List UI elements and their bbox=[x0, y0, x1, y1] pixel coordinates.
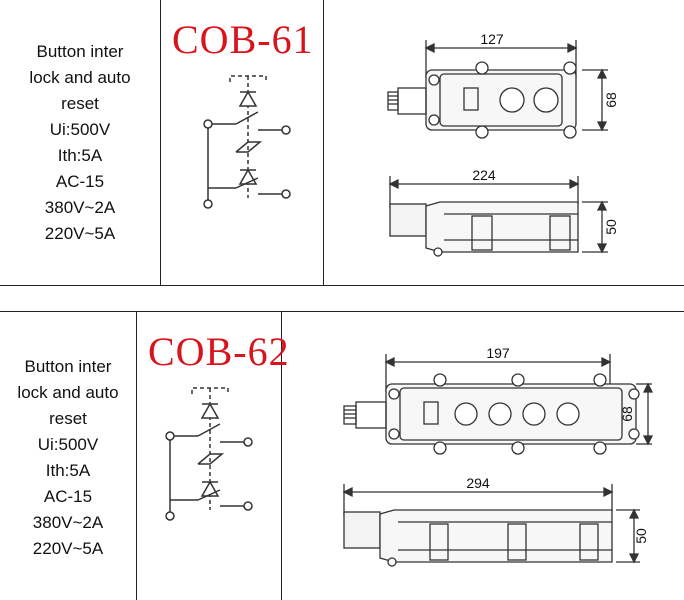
top-view-drawing: 197 68 bbox=[343, 345, 654, 455]
column-divider bbox=[323, 0, 324, 286]
spec-line: Button inter bbox=[36, 42, 124, 61]
side-height-label: 50 bbox=[603, 219, 619, 235]
side-view-drawing: 294 50 bbox=[342, 475, 649, 567]
column-divider bbox=[160, 0, 161, 286]
model-title: COB-61 bbox=[172, 17, 314, 62]
spec-text: Button inter lock and auto reset Ui:500V… bbox=[0, 354, 136, 562]
spec-line: Ui:500V bbox=[37, 435, 99, 454]
spec-text: Button inter lock and auto reset Ui:500V… bbox=[0, 39, 160, 247]
spec-line: lock and auto bbox=[17, 383, 119, 402]
top-height-label: 68 bbox=[619, 406, 635, 422]
circuit-schematic-icon bbox=[203, 75, 291, 209]
top-view-drawing: 127 68 bbox=[387, 31, 619, 139]
side-width-label: 294 bbox=[466, 475, 490, 491]
spec-line: AC-15 bbox=[55, 172, 105, 191]
spec-line: 380V~2A bbox=[44, 198, 116, 217]
spec-line: 220V~5A bbox=[32, 539, 104, 558]
spec-line: AC-15 bbox=[43, 487, 93, 506]
spec-line: Ui:500V bbox=[49, 120, 111, 139]
spec-line: reset bbox=[49, 409, 87, 428]
spec-line: lock and auto bbox=[29, 68, 131, 87]
side-width-label: 224 bbox=[472, 167, 496, 183]
product-panel-cob-61: Button inter lock and auto reset Ui:500V… bbox=[0, 0, 684, 286]
spec-line: reset bbox=[61, 94, 99, 113]
side-view-drawing: 224 50 bbox=[388, 167, 619, 257]
top-height-label: 68 bbox=[603, 92, 619, 108]
top-width-label: 197 bbox=[486, 345, 510, 361]
side-height-label: 50 bbox=[633, 528, 649, 544]
spec-line: 380V~2A bbox=[32, 513, 104, 532]
top-width-label: 127 bbox=[480, 31, 504, 47]
spec-line: Ith:5A bbox=[45, 461, 91, 480]
product-panel-cob-62: Button inter lock and auto reset Ui:500V… bbox=[0, 311, 684, 600]
circuit-schematic-icon bbox=[165, 387, 253, 521]
spec-line: Button inter bbox=[24, 357, 112, 376]
column-divider bbox=[136, 312, 137, 600]
spec-line: Ith:5A bbox=[57, 146, 103, 165]
spec-line: 220V~5A bbox=[44, 224, 116, 243]
column-divider bbox=[281, 312, 282, 600]
model-title: COB-62 bbox=[148, 329, 290, 374]
